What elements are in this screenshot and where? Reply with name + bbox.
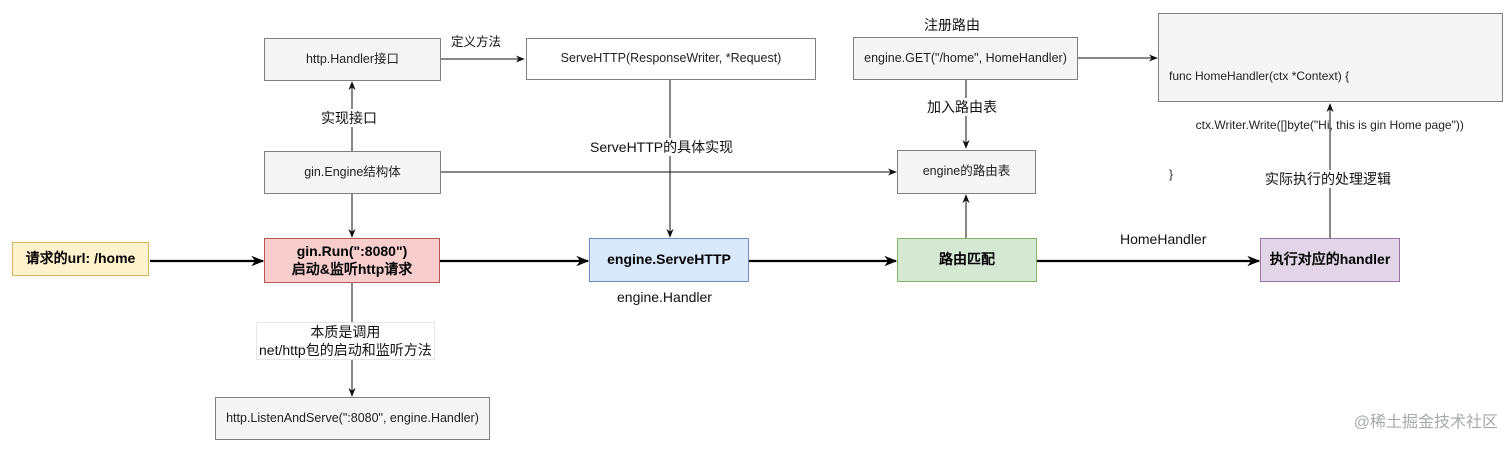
label-essence: 本质是调用 net/http包的启动和监听方法 (256, 322, 435, 361)
listen-and-serve-node: http.ListenAndServe(":8080", engine.Hand… (215, 397, 490, 440)
label-actual-exec-logic: 实际执行的处理逻辑 (1263, 170, 1393, 189)
home-handler-code-node: func HomeHandler(ctx *Context) { ctx.Wri… (1158, 13, 1503, 181)
label-home-handler: HomeHandler (1118, 230, 1209, 249)
label-define-method: 定义方法 (449, 34, 504, 51)
engine-servehttp-text: engine.ServeHTTP (607, 251, 731, 268)
label-add-route-table: 加入路由表 (925, 98, 999, 117)
engine-route-table-text: engine的路由表 (922, 164, 1011, 179)
label-essence-line1: 本质是调用 (310, 324, 381, 340)
listen-and-serve-text: http.ListenAndServe(":8080", engine.Hand… (226, 410, 479, 425)
engine-route-table-node: engine的路由表 (897, 150, 1036, 194)
code-line: } (1169, 166, 1174, 181)
exec-handler-text: 执行对应的handler (1269, 251, 1391, 268)
gin-run-line2: 启动&监听http请求 (291, 260, 413, 277)
label-implement-interface: 实现接口 (319, 109, 379, 128)
http-handler-iface-node: http.Handler接口 (264, 38, 441, 81)
gin-engine-struct-text: gin.Engine结构体 (304, 164, 401, 179)
route-match-node: 路由匹配 (897, 238, 1037, 282)
servehttp-signature-node: ServeHTTP(ResponseWriter, *Request) (526, 38, 816, 80)
gin-engine-struct-node: gin.Engine结构体 (264, 151, 441, 194)
label-engine-handler: engine.Handler (615, 288, 714, 307)
engine-servehttp-node: engine.ServeHTTP (589, 238, 749, 282)
request-url-text: 请求的url: /home (25, 250, 136, 267)
label-servehttp-implementation: ServeHTTP的具体实现 (588, 138, 736, 157)
code-line: func HomeHandler(ctx *Context) { (1169, 69, 1350, 84)
code-line: ctx.Writer.Write([]byte("Hi, this is gin… (1169, 117, 1464, 132)
servehttp-signature-text: ServeHTTP(ResponseWriter, *Request) (560, 51, 782, 66)
label-essence-line2: net/http包的启动和监听方法 (259, 342, 432, 359)
watermark: @稀土掘金技术社区 (1353, 414, 1498, 431)
gin-run-line1: gin.Run(":8080") (296, 243, 408, 259)
exec-handler-node: 执行对应的handler (1260, 238, 1400, 282)
code-block: func HomeHandler(ctx *Context) { ctx.Wri… (1169, 36, 1464, 214)
engine-get-text: engine.GET("/home", HomeHandler) (864, 50, 1067, 65)
gin-run-node: gin.Run(":8080") 启动&监听http请求 (264, 238, 440, 283)
route-match-text: 路由匹配 (939, 251, 995, 268)
request-url-node: 请求的url: /home (12, 242, 149, 276)
http-handler-iface-text: http.Handler接口 (305, 51, 400, 66)
label-register-route: 注册路由 (922, 16, 982, 35)
engine-get-node: engine.GET("/home", HomeHandler) (853, 37, 1078, 80)
